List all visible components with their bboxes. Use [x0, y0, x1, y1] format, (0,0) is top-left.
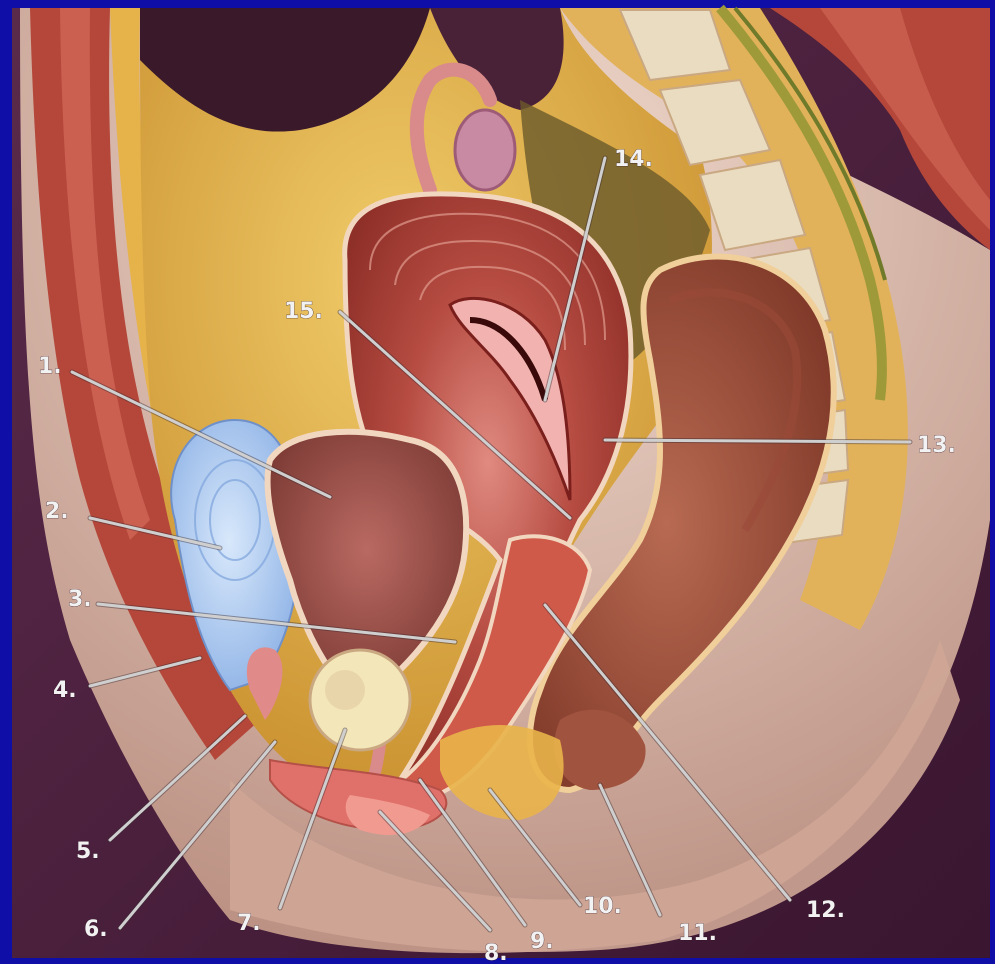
label-15: 15. — [284, 299, 323, 324]
label-9: 9. — [530, 929, 554, 954]
label-3: 3. — [68, 587, 92, 612]
label-12: 12. — [806, 898, 845, 923]
label-1: 1. — [38, 354, 62, 379]
label-11: 11. — [678, 921, 717, 946]
label-8: 8. — [484, 941, 508, 964]
label-2: 2. — [45, 499, 69, 524]
label-14: 14. — [614, 147, 653, 172]
label-10: 10. — [583, 894, 622, 919]
label-5: 5. — [76, 839, 100, 864]
label-7: 7. — [237, 911, 261, 936]
label-4: 4. — [53, 678, 77, 703]
ovary — [455, 110, 515, 190]
label-13: 13. — [917, 433, 956, 458]
label-6: 6. — [84, 917, 108, 942]
